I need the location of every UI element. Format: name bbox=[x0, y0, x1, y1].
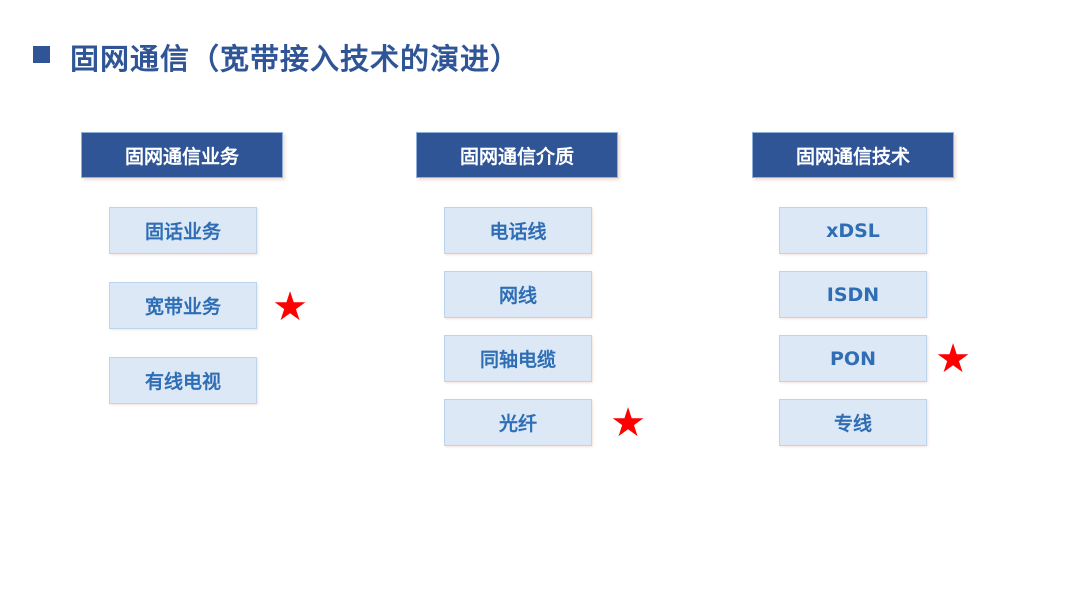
item-cable-tv: 有线电视 bbox=[109, 357, 257, 404]
item-fixed-phone: 固话业务 bbox=[109, 207, 257, 254]
star-icon: ★ bbox=[935, 336, 971, 382]
star-icon: ★ bbox=[610, 400, 646, 446]
item-isdn: ISDN bbox=[779, 271, 927, 318]
title-bullet-icon bbox=[33, 46, 50, 63]
item-xdsl: xDSL bbox=[779, 207, 927, 254]
item-phone-line: 电话线 bbox=[444, 207, 592, 254]
item-broadband: 宽带业务 bbox=[109, 282, 257, 329]
column-header-technology: 固网通信技术 bbox=[752, 132, 954, 178]
item-coaxial-cable: 同轴电缆 bbox=[444, 335, 592, 382]
slide-title: 固网通信（宽带接入技术的演进） bbox=[70, 42, 521, 76]
item-pon: PON bbox=[779, 335, 927, 382]
item-network-cable: 网线 bbox=[444, 271, 592, 318]
item-leased-line: 专线 bbox=[779, 399, 927, 446]
item-fiber: 光纤 bbox=[444, 399, 592, 446]
star-icon: ★ bbox=[272, 284, 308, 330]
column-header-media: 固网通信介质 bbox=[416, 132, 618, 178]
column-header-services: 固网通信业务 bbox=[81, 132, 283, 178]
